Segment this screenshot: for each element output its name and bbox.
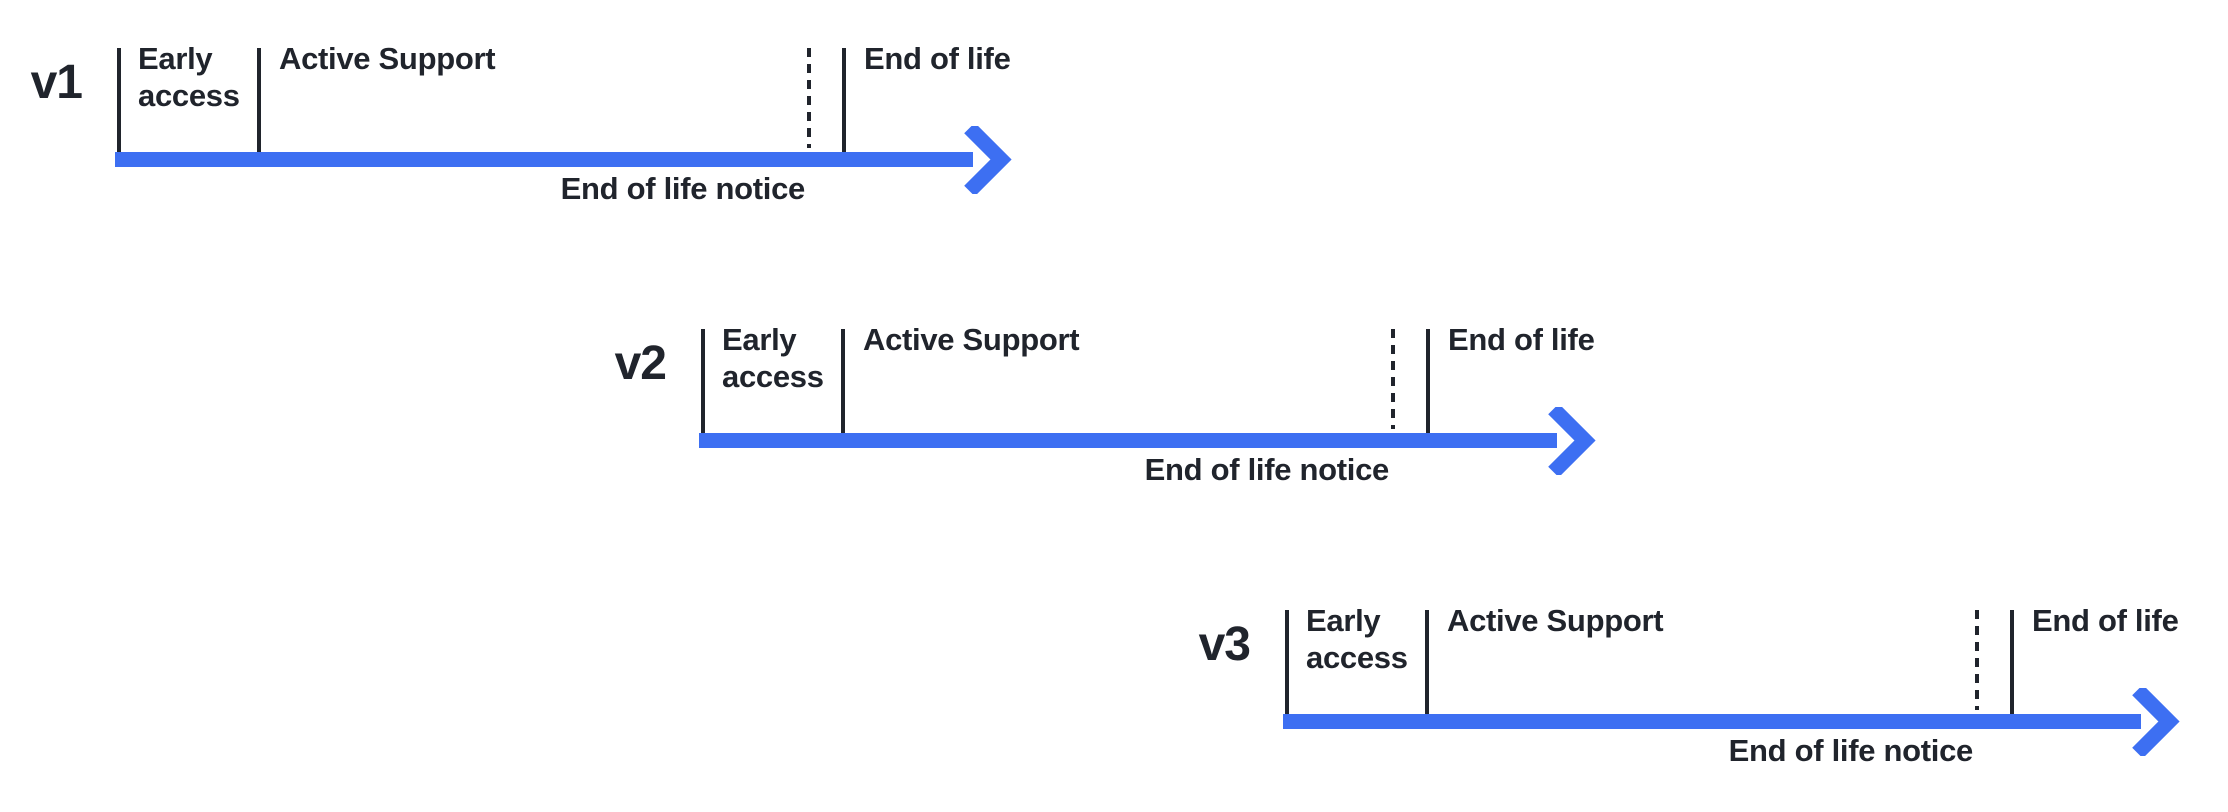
early-access-label: Early access [722,322,824,394]
active-support-label: Active Support [863,322,1080,357]
arrow-shaft [115,152,973,167]
timeline-row-v2: v2 Early access Active Support End of li… [615,322,1710,509]
timeline-arrow [1283,688,2180,756]
version-label: v3 [1198,618,1251,671]
arrow-head-icon [2132,688,2180,756]
arrow-shaft [699,433,1557,448]
end-of-life-notice-dashed-line [1391,329,1395,429]
active-support-start-tick [257,48,261,153]
version-label: v1 [30,56,83,109]
active-support-start-tick [841,329,845,434]
end-of-life-notice-label: End of life notice [560,171,806,206]
early-access-start-tick [1285,610,1289,715]
end-of-life-notice-dashed-line [807,48,811,148]
early-access-label: Early access [138,41,240,113]
end-of-life-notice-label: End of life notice [1728,733,1974,768]
timeline-arrow [699,407,1596,475]
early-access-label: Early access [1306,603,1408,675]
end-of-life-notice-label: End of life notice [1144,452,1390,487]
timeline-row-v1: v1 Early access Active Support End of li… [31,41,1126,228]
active-support-start-tick [1425,610,1429,715]
timeline-row-v3: v3 Early access Active Support End of li… [1199,603,2228,790]
end-of-life-label: End of life [864,41,1011,76]
end-of-life-label: End of life [2032,603,2179,638]
active-support-label: Active Support [279,41,496,76]
end-of-life-label: End of life [1448,322,1595,357]
early-access-start-tick [117,48,121,153]
end-of-life-tick [2010,610,2014,715]
active-support-label: Active Support [1447,603,1664,638]
timeline-arrow [115,126,1012,194]
arrow-shaft [1283,714,2141,729]
version-label: v2 [614,337,667,390]
arrow-head-icon [1548,407,1596,475]
end-of-life-notice-dashed-line [1975,610,1979,710]
arrow-head-icon [964,126,1012,194]
end-of-life-tick [1426,329,1430,434]
early-access-start-tick [701,329,705,434]
end-of-life-tick [842,48,846,153]
